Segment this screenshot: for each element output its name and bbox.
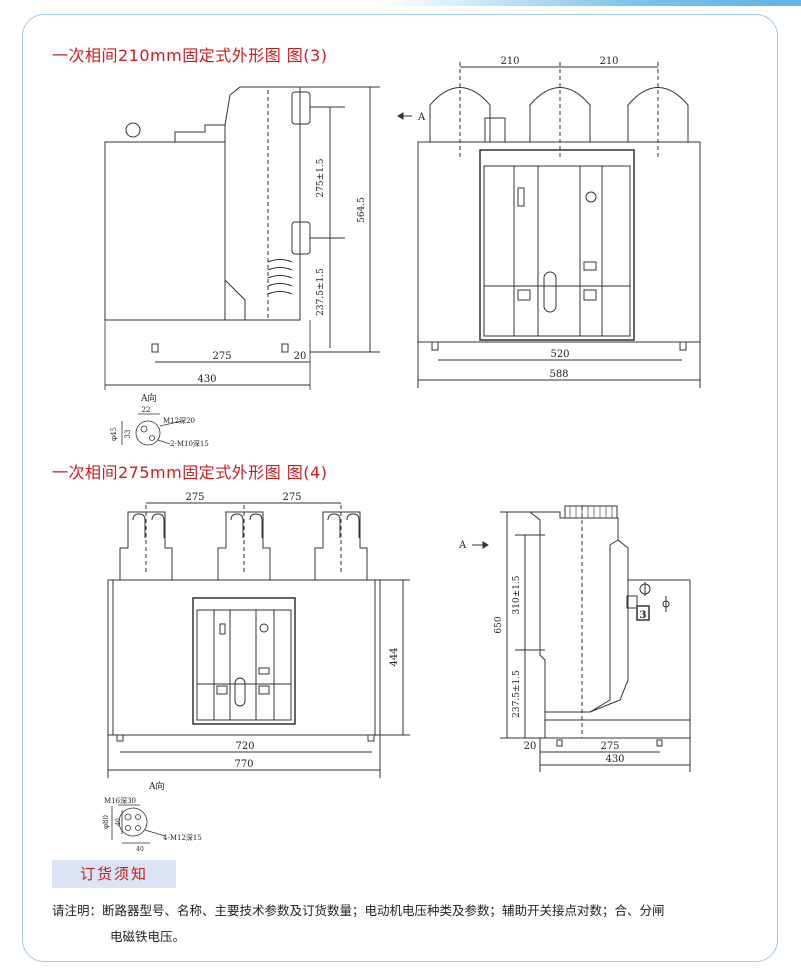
fig3-detail-hole1: M12深20 xyxy=(163,416,195,425)
fig3-dim-top-right: 210 xyxy=(599,56,618,67)
fig3-insulator-1 xyxy=(429,87,491,142)
fig3-spring xyxy=(267,259,293,295)
fig4-dim-top-right: 275 xyxy=(282,492,301,503)
fig4-dim-side-h2: 237.5±1.5 xyxy=(512,670,522,718)
fig4-side-badge: 3 xyxy=(640,610,647,621)
fig4-dim-side-inner: 275 xyxy=(600,741,619,752)
fig4-detail-d1: 40 xyxy=(115,818,122,826)
section4-title: 一次相间275mm固定式外形图 图(4) xyxy=(52,463,328,482)
fig4-mechanism-panel xyxy=(192,597,296,725)
fig4-side-view xyxy=(500,505,691,772)
fig4-detail-d2: 40 xyxy=(136,846,144,853)
notice-line1: 请注明：断路器型号、名称、主要技术参数及订货数量；电动机电压种类及参数；辅助开关… xyxy=(52,903,665,918)
fig4-dim-top-left: 275 xyxy=(185,492,204,503)
fig4-detail-d3: φ80 xyxy=(102,815,110,829)
page-frame xyxy=(22,14,778,962)
fig4-side-top-block xyxy=(564,505,618,519)
fig3-detail-d1: 22 xyxy=(142,406,151,414)
fig3-insulator-3 xyxy=(627,87,689,142)
fig3-detail-hole2: 2-M10深15 xyxy=(170,439,209,448)
fig3-detail-title: A向 xyxy=(140,392,157,404)
fig3-dim-front-outer: 588 xyxy=(549,369,568,380)
fig4-dim-side-total: 650 xyxy=(494,616,504,633)
fig4-dim-side-gap: 20 xyxy=(524,741,537,752)
fig4-dim-side-outer: 430 xyxy=(605,754,624,765)
fig3-dim-h2: 237.5±1.5 xyxy=(316,268,326,316)
fig3-side-bracket xyxy=(174,124,226,142)
notice-line2: 电磁铁电压。 xyxy=(110,929,186,944)
fig4-detail-hole2: 4-M12深15 xyxy=(163,833,202,842)
fig3-dim-front-inner: 520 xyxy=(550,349,569,360)
top-decorative-stripe xyxy=(380,0,801,6)
fig4-dim-side-h1: 310±1.5 xyxy=(512,575,522,614)
section3-title: 一次相间210mm固定式外形图 图(3) xyxy=(52,46,328,65)
notice-text: 请注明：断路器型号、名称、主要技术参数及订货数量；电动机电压种类及参数；辅助开关… xyxy=(52,898,772,950)
fig3-front-cabinet xyxy=(417,141,701,343)
fig4-side-badge-box xyxy=(636,605,650,621)
notice-title: 订货须知 xyxy=(52,860,176,888)
fig3-lower-terminal xyxy=(291,221,311,255)
fig4-front-view xyxy=(107,502,410,778)
fig3-arrow-label: A xyxy=(417,112,426,123)
fig3-arrow-a xyxy=(397,112,412,120)
fig4-arrow-label: A xyxy=(458,540,467,551)
fig3-dim-bottom-gap: 20 xyxy=(294,351,307,362)
fig3-front-view xyxy=(417,62,701,388)
fig3-mechanism-panel xyxy=(479,149,635,341)
fig3-side-knob xyxy=(125,122,141,138)
fig3-handle-slot xyxy=(543,271,557,313)
fig4-detail-title: A向 xyxy=(148,780,165,792)
fig3-side-cabinet xyxy=(104,141,226,321)
fig4-front-cabinet xyxy=(107,579,381,736)
fig4-dim-inner-w: 720 xyxy=(235,741,254,752)
fig4-detail-hole1: M16深30 xyxy=(104,796,136,805)
fig3-detail-d3: φ45 xyxy=(110,427,118,441)
fig4-side-housing xyxy=(528,511,619,713)
fig3-dim-top-left: 210 xyxy=(500,56,519,67)
fig3-insulator-2 xyxy=(529,87,591,142)
fig4-arrow-a xyxy=(472,541,489,549)
fig3-dim-h1: 275±1.5 xyxy=(316,158,326,197)
fig3-side-view xyxy=(104,86,380,390)
fig4-side-connector xyxy=(626,595,638,609)
fig4-a-detail xyxy=(111,804,166,844)
fig4-dim-outer-w: 770 xyxy=(234,759,253,770)
fig3-dim-bottom-inner: 275 xyxy=(212,351,231,362)
fig3-a-detail xyxy=(121,413,183,446)
fig3-detail-d2: 33 xyxy=(124,430,132,439)
fig3-dim-total-h: 564.5 xyxy=(357,197,367,223)
fig3-upper-terminal xyxy=(291,91,311,125)
fig4-dim-height: 444 xyxy=(389,647,400,666)
fig3-dim-bottom-outer: 430 xyxy=(197,374,216,385)
